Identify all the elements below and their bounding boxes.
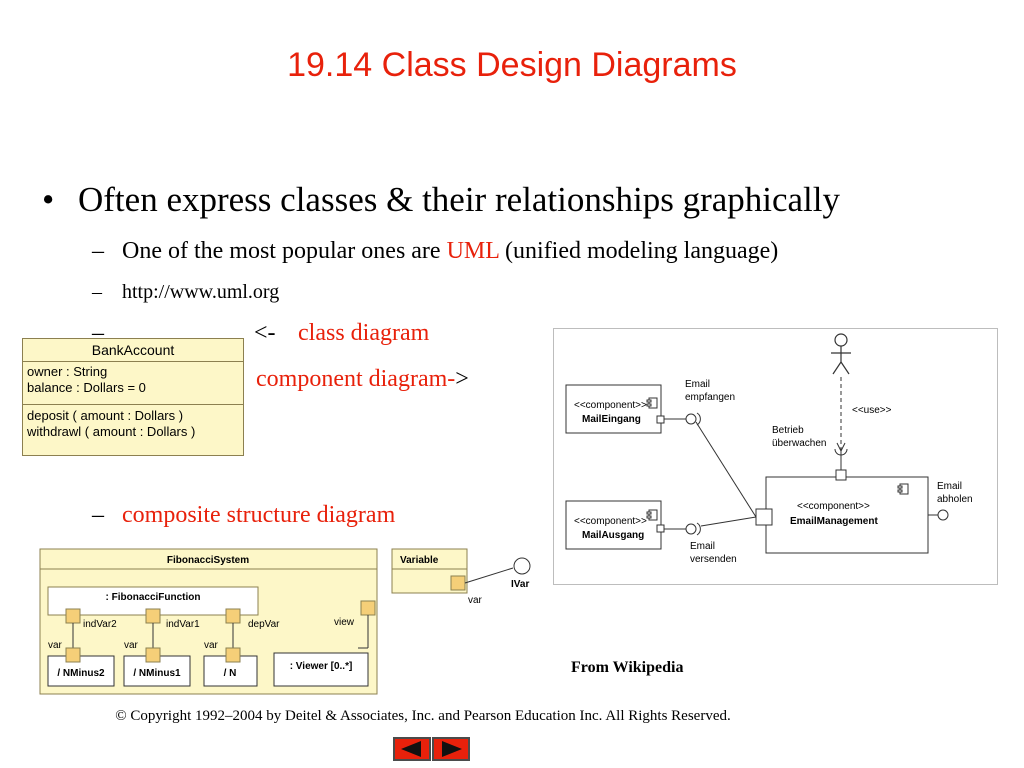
arrow-left-icon: [401, 741, 421, 757]
port-label: view: [334, 617, 355, 628]
part-name: / NMinus2: [57, 668, 105, 679]
port-label: var: [468, 595, 483, 606]
class-diagram: BankAccount owner : String balance : Dol…: [22, 338, 244, 456]
port-icon: [450, 575, 466, 591]
component-maileingang: [565, 384, 662, 434]
component-icon: [646, 509, 658, 521]
part-name: / N: [224, 668, 237, 679]
component-stereotype: <<component>>: [574, 516, 647, 527]
dash: –: [92, 502, 104, 528]
sub-bullet-uml: One of the most popular ones are UML (un…: [122, 238, 778, 265]
interface-label: Email: [690, 541, 715, 552]
port: [656, 415, 665, 424]
port-label: var: [124, 640, 139, 651]
required-interface-icon: [696, 412, 701, 426]
port-label: var: [48, 640, 63, 651]
interface-label: Email: [937, 481, 962, 492]
part-name: / NMinus1: [133, 668, 181, 679]
arrow-left: <-: [254, 320, 276, 346]
class-operation: deposit ( amount : Dollars ): [27, 408, 184, 423]
part-box: [273, 652, 369, 687]
sub-bullet-text: (unified modeling language): [499, 238, 779, 264]
part-name: : Viewer [0..*]: [290, 661, 353, 672]
use-label: <<use>>: [852, 405, 892, 416]
interface-label: Email: [685, 379, 710, 390]
port-icon: [65, 647, 241, 663]
provided-interface-icon: [685, 523, 697, 535]
actor-icon: [831, 333, 851, 375]
sub-bullet-text: One of the most popular ones are: [122, 238, 447, 264]
port: [755, 508, 773, 526]
next-slide-button[interactable]: [432, 737, 470, 761]
provided-interface-icon: [685, 413, 697, 425]
component-name: MailEingang: [582, 414, 641, 425]
port: [835, 469, 847, 481]
uml-highlight: UML: [446, 238, 500, 264]
class-attribute: balance : Dollars = 0: [27, 380, 146, 395]
copyright: © Copyright 1992–2004 by Deitel & Associ…: [115, 708, 731, 724]
port-label: depVar: [248, 619, 280, 630]
betrieb-label: Betrieb: [772, 425, 804, 436]
part-box: [47, 655, 115, 687]
arrow-right: >: [455, 366, 469, 392]
betrieb-label: überwachen: [772, 438, 826, 449]
component-stereotype: <<component>>: [797, 501, 870, 512]
system-name: FibonacciSystem: [167, 555, 249, 566]
main-bullet: Often express classes & their relationsh…: [78, 180, 841, 219]
class-operations: deposit ( amount : Dollars ) withdrawl (…: [23, 405, 243, 443]
component-stereotype: <<component>>: [574, 400, 647, 411]
source-caption: From Wikipedia: [571, 659, 684, 676]
interface-icon: [513, 557, 531, 575]
component-name: MailAusgang: [582, 530, 644, 541]
variable-name: Variable: [400, 555, 439, 566]
component-icon: [646, 397, 658, 409]
class-attribute: owner : String: [27, 364, 108, 379]
required-interface-icon: [834, 448, 848, 456]
provided-interface-icon: [937, 509, 949, 521]
slide-title: 19.14 Class Design Diagrams: [287, 46, 737, 84]
class-attributes: owner : String balance : Dollars = 0: [23, 362, 243, 405]
dash: –: [92, 238, 104, 264]
previous-slide-button[interactable]: [393, 737, 431, 761]
dash: –: [92, 281, 102, 303]
composite-structure-label: composite structure diagram: [122, 502, 396, 528]
port-label: indVar2: [83, 619, 117, 630]
function-name: : FibonacciFunction: [106, 592, 201, 603]
interface-label: empfangen: [685, 392, 735, 403]
composite-structure-diagram: FibonacciSystem : FibonacciFunction indV…: [38, 548, 538, 696]
port-label: var: [204, 640, 219, 651]
port: [656, 524, 665, 533]
component-mailausgang: [565, 500, 662, 550]
interface-label: abholen: [937, 494, 973, 505]
component-diagram: <<use>> Betrieb überwachen <<component>>…: [553, 328, 998, 585]
required-interface-icon: [696, 522, 701, 536]
component-icon: [897, 483, 909, 495]
class-diagram-label: class diagram: [298, 320, 430, 346]
bullet-mark: •: [42, 180, 55, 219]
component-diagram-bullet: component diagram->: [256, 366, 469, 393]
interface-label: versenden: [690, 554, 737, 565]
class-operation: withdrawl ( amount : Dollars ): [27, 424, 196, 439]
class-name: BankAccount: [23, 339, 243, 362]
component-name: EmailManagement: [790, 516, 878, 527]
component-diagram-label: component diagram-: [256, 366, 456, 392]
interface-name: IVar: [511, 579, 529, 590]
uml-link[interactable]: http://www.uml.org: [122, 281, 280, 303]
arrow-right-icon: [442, 741, 462, 757]
port-label: indVar1: [166, 619, 200, 630]
